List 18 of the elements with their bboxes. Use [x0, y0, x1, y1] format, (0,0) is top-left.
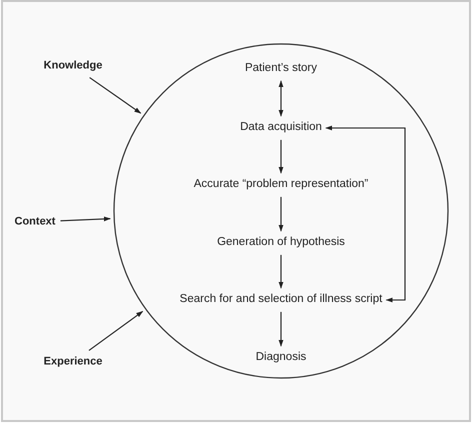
- arrow: [89, 77, 142, 114]
- arrow: [278, 80, 284, 117]
- factor-label: Knowledge: [44, 59, 102, 73]
- arrow: [325, 126, 406, 302]
- arrow: [88, 311, 144, 351]
- arrow: [278, 140, 284, 174]
- arrow: [278, 196, 284, 232]
- arrow: [278, 312, 284, 347]
- step-label: Diagnosis: [256, 351, 306, 365]
- arrow: [60, 216, 111, 222]
- arrow: [278, 254, 284, 289]
- step-label: Accurate “problem representation”: [194, 178, 368, 192]
- step-label: Search for and selection of illness script: [180, 293, 382, 307]
- factor-label: Experience: [44, 355, 102, 369]
- step-label: Data acquisition: [240, 121, 322, 135]
- step-label: Generation of hypothesis: [217, 236, 345, 250]
- step-label: Patient’s story: [245, 62, 317, 76]
- factor-label: Context: [14, 215, 56, 229]
